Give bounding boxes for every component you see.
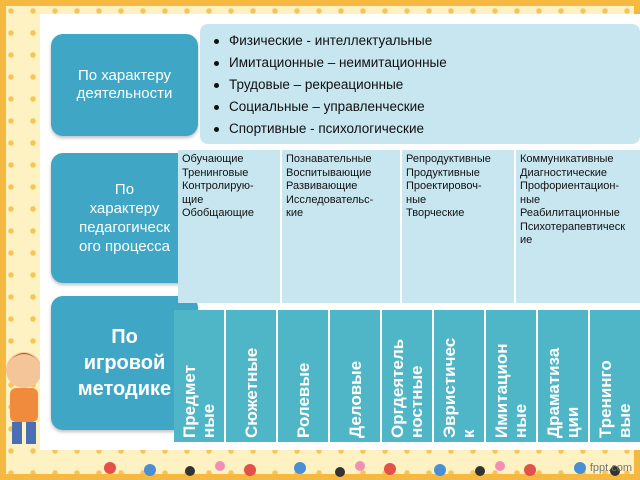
game-method-column: Сюжетные xyxy=(226,310,276,442)
list-item: Социальные – управленческие xyxy=(214,96,640,118)
child-figure-illustration xyxy=(6,352,42,444)
cell-line: Тренинговые xyxy=(182,166,249,179)
list-item-text: Трудовые – рекреационные xyxy=(229,77,404,92)
list-item-text: Социальные – управленческие xyxy=(229,99,425,114)
bullet-icon xyxy=(214,104,219,110)
card-line: По характеру xyxy=(77,67,172,84)
cell-line: Продуктивные xyxy=(406,166,480,179)
cell-line: Обучающие xyxy=(182,153,244,165)
cell-line: ные xyxy=(406,193,427,206)
list-item: Спортивные - психологические xyxy=(214,118,640,140)
category-card-game: По игровой методике xyxy=(51,296,198,430)
cell-line: Диагностические xyxy=(520,166,608,179)
pedagogical-column: Репродуктивные Продуктивные Проектировоч… xyxy=(402,150,514,303)
method-line: Оргдеятель xyxy=(388,338,407,438)
bullet-icon xyxy=(214,60,219,66)
bullet-icon xyxy=(214,38,219,44)
pedagogical-column: Коммуникативные Диагностические Профорие… xyxy=(516,150,640,303)
cell-line: Обобщающие xyxy=(182,207,255,219)
method-line: Тренинго xyxy=(596,360,615,438)
method-line: Предмет xyxy=(180,365,199,438)
card-line: По xyxy=(111,326,138,348)
pedagogical-types-grid: Обучающие Тренинговые Контролирую- щие О… xyxy=(178,150,640,303)
list-item-text: Спортивные - психологические xyxy=(229,121,424,136)
cell-line: Познавательные xyxy=(286,153,372,165)
list-item: Физические - интеллектуальные xyxy=(214,30,640,52)
cell-line: Проектировоч- xyxy=(406,180,482,192)
method-line: ные xyxy=(511,403,530,438)
bullet-icon xyxy=(214,126,219,132)
method-line: к xyxy=(459,429,478,438)
method-line: Сюжетные xyxy=(241,347,261,438)
cell-line: Реабилитационные xyxy=(520,207,620,219)
category-card-pedagogical: По характеру педагогическ ого процесса xyxy=(51,153,198,283)
bullet-icon xyxy=(214,82,219,88)
game-method-column: Ролевые xyxy=(278,310,328,442)
method-line: Драматиза xyxy=(544,347,563,438)
method-line: ные xyxy=(199,403,218,438)
card-line: методике xyxy=(77,378,172,400)
card-line: игровой xyxy=(83,352,166,374)
category-card-activity: По характеру деятельности xyxy=(51,34,198,136)
pedagogical-column: Познавательные Воспитывающие Развивающие… xyxy=(282,150,400,303)
cell-line: ие xyxy=(520,234,533,246)
list-item: Трудовые – рекреационные xyxy=(214,74,640,96)
cell-line: Репродуктивные xyxy=(406,153,491,165)
list-item: Имитационные – неимитационные xyxy=(214,52,640,74)
cell-line: Творческие xyxy=(406,207,465,219)
watermark: fppt.com xyxy=(589,462,632,474)
cell-line: Воспитывающие xyxy=(286,166,372,179)
cell-line: кие xyxy=(286,207,304,219)
method-line: Эвристичес xyxy=(440,337,459,438)
cell-line: щие xyxy=(182,193,204,206)
game-method-column: Деловые xyxy=(330,310,380,442)
cell-line: Исследовательс- xyxy=(286,193,374,206)
cell-line: ные xyxy=(520,193,541,206)
card-line: По xyxy=(114,181,135,198)
method-line: вые xyxy=(615,403,634,438)
method-line: ностные xyxy=(407,365,426,438)
card-line: ого процесса xyxy=(79,238,170,255)
card-line: педагогическ xyxy=(79,219,170,236)
children-border-decoration xyxy=(104,461,620,477)
cell-line: Психотерапевтическ xyxy=(520,220,626,233)
method-line: Ролевые xyxy=(293,362,313,438)
pedagogical-column: Обучающие Тренинговые Контролирую- щие О… xyxy=(178,150,280,303)
cell-line: Профориентацион- xyxy=(520,180,620,192)
cell-line: Развивающие xyxy=(286,180,358,192)
cell-line: Коммуникативные xyxy=(520,153,614,165)
list-item-text: Имитационные – неимитационные xyxy=(229,55,447,70)
method-line: Имитацион xyxy=(492,343,511,438)
method-line: Деловые xyxy=(345,360,365,438)
activity-types-panel: Физические - интеллектуальные Имитационн… xyxy=(200,24,640,144)
cell-line: Контролирую- xyxy=(182,180,254,192)
card-line: характеру xyxy=(89,200,160,217)
card-line: деятельности xyxy=(76,85,173,102)
list-item-text: Физические - интеллектуальные xyxy=(229,33,433,48)
method-line: ции xyxy=(563,406,582,438)
